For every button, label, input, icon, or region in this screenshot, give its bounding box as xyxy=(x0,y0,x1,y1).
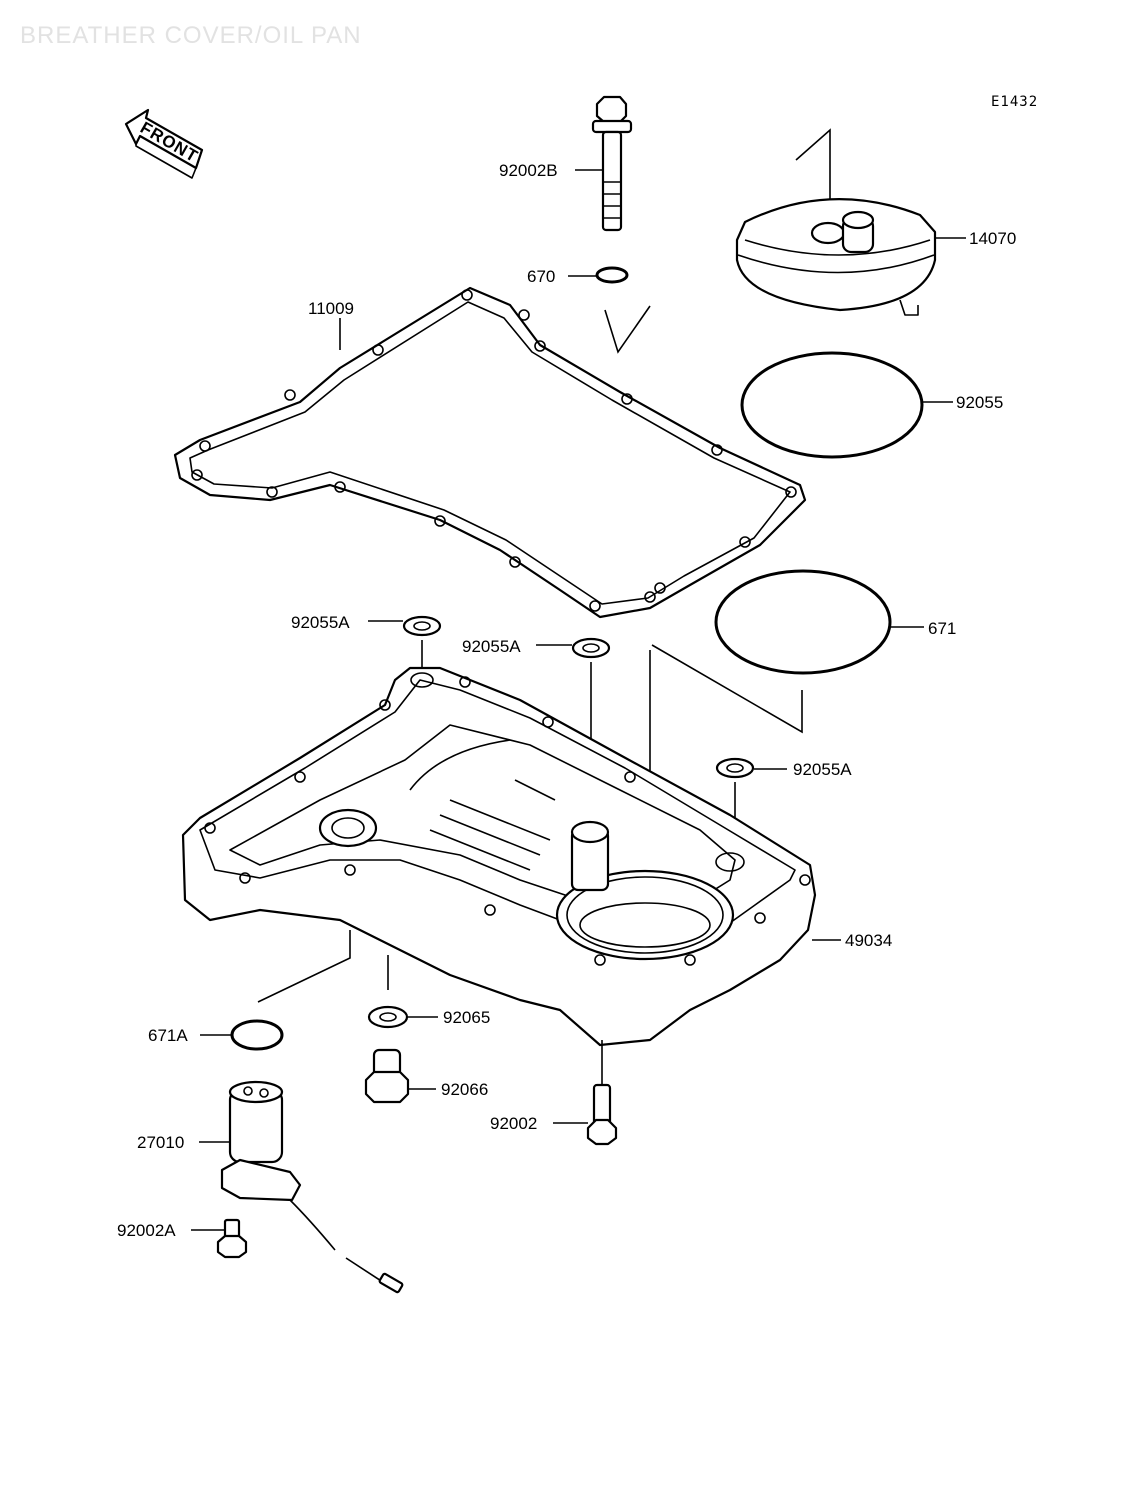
gasket-11009-icon xyxy=(173,286,807,619)
oil-pan-49034-icon xyxy=(181,666,817,1047)
part-label: 671A xyxy=(148,1026,188,1045)
part-label: 92065 xyxy=(443,1008,490,1027)
part-label: 27010 xyxy=(137,1133,184,1152)
diagram-code: E1432 xyxy=(991,94,1039,110)
part-label: 670 xyxy=(527,267,555,286)
page-title: BREATHER COVER/OIL PAN xyxy=(20,22,362,49)
sensor-27010-icon xyxy=(220,1080,404,1294)
bolt-92002b-icon xyxy=(591,95,633,232)
part-labels: 92002B 670 11009 14070 92055 671 92055A … xyxy=(117,161,1016,1240)
part-label: 92002A xyxy=(117,1221,176,1240)
part-label: 49034 xyxy=(845,931,892,950)
part-label: 671 xyxy=(928,619,956,638)
washer-92065-icon xyxy=(367,1005,409,1029)
part-label: 92066 xyxy=(441,1080,488,1099)
part-label: 92002B xyxy=(499,161,558,180)
breather-cover-14070-icon xyxy=(735,128,937,316)
plug-92066-icon xyxy=(364,1048,410,1104)
bolt-92002a-icon xyxy=(216,1218,248,1259)
part-label: 92055A xyxy=(291,613,350,632)
part-label: 11009 xyxy=(308,299,354,318)
oring-670-icon xyxy=(595,266,629,284)
part-label: 92055 xyxy=(956,393,1003,412)
oring-92055-icon xyxy=(740,351,924,459)
part-label: 92002 xyxy=(490,1114,537,1133)
oring-671a-icon xyxy=(230,1019,284,1051)
front-arrow-label: FRONT xyxy=(137,118,202,166)
part-label: 14070 xyxy=(969,229,1016,248)
part-label: 92055A xyxy=(462,637,521,656)
part-label: 92055A xyxy=(793,760,852,779)
bolt-92002-icon xyxy=(586,1040,618,1146)
leader-lines xyxy=(191,169,966,1231)
front-arrow-icon: FRONT xyxy=(124,108,204,179)
oring-671-icon xyxy=(714,569,892,675)
